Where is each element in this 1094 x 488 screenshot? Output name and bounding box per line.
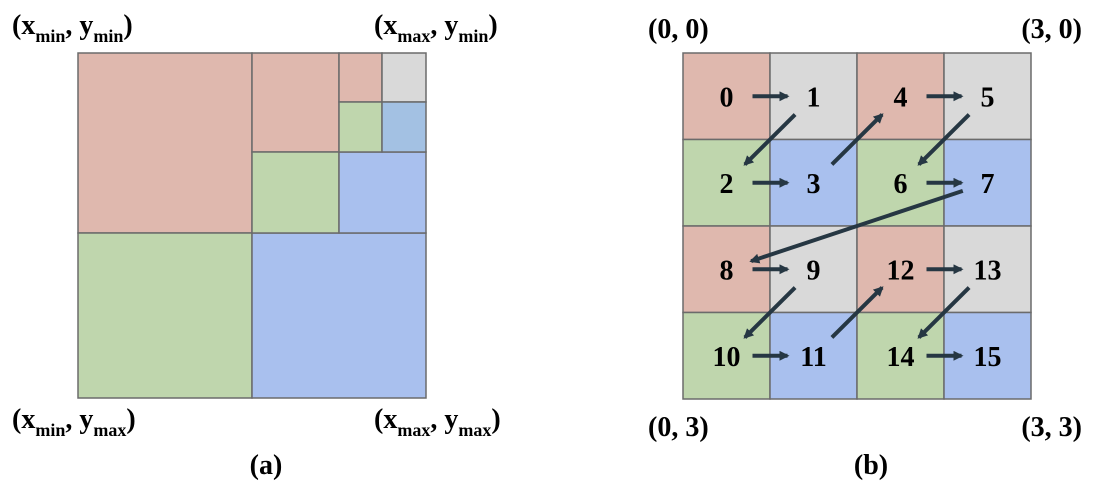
panel-b-arrows	[743, 91, 971, 361]
caption-panel-a: (a)	[250, 450, 283, 481]
quad-ne-nw	[251, 52, 340, 153]
corner-label-0-0: (0, 0)	[648, 14, 709, 45]
quad-ne-se	[338, 151, 427, 234]
quad-ne-ne-nw	[338, 52, 383, 103]
arrow-11-to-12	[830, 286, 884, 339]
cell-number-1: 1	[807, 82, 821, 113]
arrow-5-to-6	[917, 113, 971, 166]
cell-number-3: 3	[807, 169, 821, 200]
quad-nw-large	[77, 52, 253, 234]
caption-panel-b: (b)	[854, 450, 888, 481]
cell-number-2: 2	[720, 169, 734, 200]
quad-sw-large	[77, 232, 253, 399]
corner-label-0-3: (0, 3)	[648, 412, 709, 443]
cell-number-15: 15	[974, 342, 1002, 373]
cell-number-5: 5	[981, 82, 995, 113]
quad-ne-sw	[251, 151, 340, 234]
corner-label-xmin-ymax: (xmin, ymax)	[12, 404, 136, 440]
quad-ne-ne-sw	[338, 101, 383, 153]
cell-number-8: 8	[720, 255, 734, 286]
panel-a-quadtree	[77, 52, 427, 399]
quad-ne-ne-ne	[381, 52, 427, 103]
arrow-1-to-2	[743, 113, 797, 166]
arrow-7-to-8	[749, 189, 964, 264]
cell-number-4: 4	[894, 82, 908, 113]
arrow-13-to-14	[917, 286, 971, 339]
corner-label-xmin-ymin: (xmin, ymin)	[12, 10, 133, 46]
quad-se-large	[251, 232, 427, 399]
cell-number-6: 6	[894, 169, 908, 200]
corner-label-3-0: (3, 0)	[1021, 14, 1082, 45]
cell-number-10: 10	[713, 342, 741, 373]
cell-number-11: 11	[800, 342, 826, 373]
corner-label-3-3: (3, 3)	[1021, 412, 1082, 443]
quad-ne-ne-se	[381, 101, 427, 153]
corner-label-xmax-ymin: (xmax, ymin)	[374, 10, 498, 46]
cell-number-7: 7	[981, 169, 995, 200]
arrow-9-to-10	[743, 286, 797, 339]
corner-label-xmax-ymax: (xmax, ymax)	[374, 404, 501, 440]
cell-number-14: 14	[887, 342, 915, 373]
arrow-3-to-4	[830, 113, 884, 166]
cell-number-12: 12	[887, 255, 915, 286]
cell-number-0: 0	[720, 82, 734, 113]
cell-number-13: 13	[974, 255, 1002, 286]
cell-number-9: 9	[807, 255, 821, 286]
